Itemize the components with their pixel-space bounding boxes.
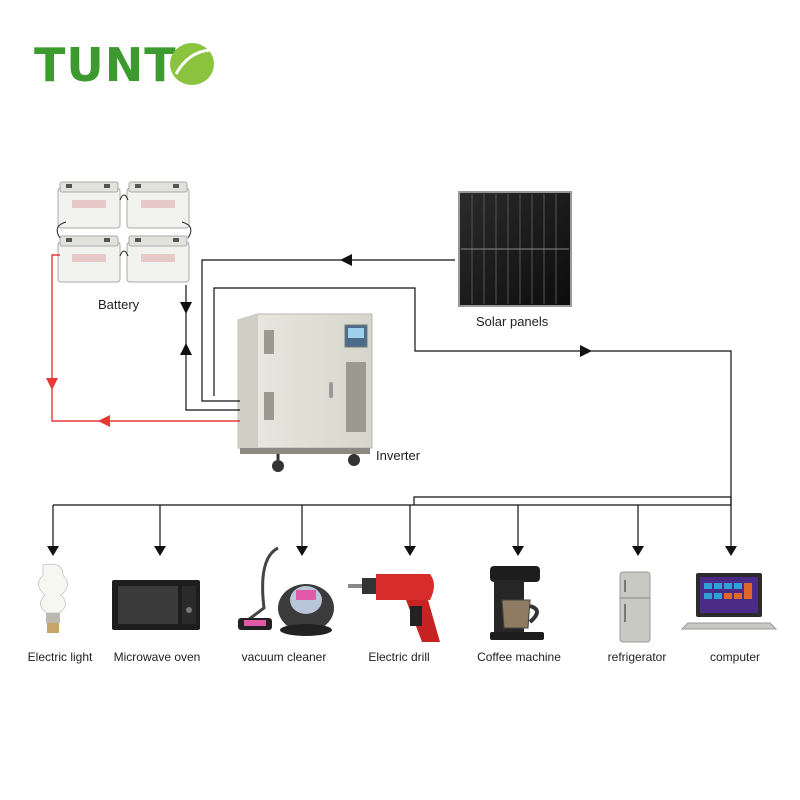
vacuum-cleaner-icon [238,546,334,636]
drill-icon [348,574,440,642]
appliance-label: Electric light [27,650,93,664]
solar-panel-icon [458,191,572,307]
battery-icon [126,181,190,229]
appliance-label: Microwave oven [113,650,201,664]
load-drops [52,505,732,548]
logo-leaf-icon [170,43,214,85]
inverter-label: Inverter [376,448,421,463]
inverter-icon [237,313,373,472]
laptop-icon [680,573,778,630]
appliance-label: computer [709,650,761,664]
battery-bank [56,181,192,283]
battery-label: Battery [98,297,140,312]
refrigerator-icon [619,571,651,643]
wiring [53,259,732,506]
appliance-label: Electric drill [368,650,430,664]
solar-panels-label: Solar panels [476,314,549,329]
coffee-machine-icon [490,566,544,640]
appliance-label: Coffee machine [477,650,561,664]
appliance-label: refrigerator [607,650,667,664]
red-arrow-icon [46,378,110,427]
appliance-label: vacuum cleaner [241,650,327,664]
light-bulb-icon [38,563,68,633]
battery-icon [126,235,190,283]
arrow-icon [47,254,737,556]
battery-icon [57,181,121,229]
battery-charge-wire [51,254,240,422]
microwave-icon [112,580,200,630]
battery-icon [57,235,121,283]
